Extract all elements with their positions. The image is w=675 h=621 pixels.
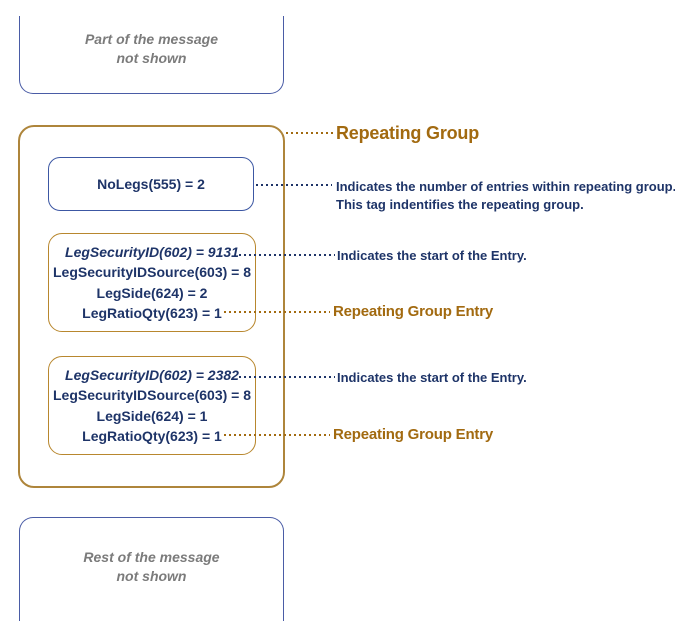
nolegs-connector <box>256 184 332 186</box>
entry2-field-legratioqty: LegRatioQty(623) = 1 <box>82 428 222 444</box>
message-part-box: Part of the message not shown <box>19 16 284 94</box>
entry1-label: Repeating Group Entry <box>333 303 493 320</box>
repeating-group-entry-box-1: LegSecurityID(602) = 9131 LegSecurityIDS… <box>48 233 256 332</box>
entry1-start-connector <box>239 254 335 256</box>
nolegs-text: NoLegs(555) = 2 <box>97 176 205 192</box>
entry2-label-connector <box>224 434 330 436</box>
message-part-line1: Part of the message <box>84 31 219 47</box>
nolegs-note-line2: This tag indentifies the repeating group… <box>336 197 584 212</box>
rest-message-line2: not shown <box>116 568 187 584</box>
rest-message-line1: Rest of the message <box>83 549 220 565</box>
entry1-start-note: Indicates the start of the Entry. <box>337 248 527 263</box>
message-part-line2: not shown <box>116 50 187 66</box>
entry1-field-legsecurityidsource: LegSecurityIDSource(603) = 8 <box>52 264 252 280</box>
entry1-label-connector <box>224 311 330 313</box>
rest-message-box: Rest of the message not shown <box>19 517 284 621</box>
entry2-field-legside: LegSide(624) = 1 <box>96 407 208 424</box>
entry2-label: Repeating Group Entry <box>333 426 493 443</box>
repeating-group-entry-box-2: LegSecurityID(602) = 2382 LegSecurityIDS… <box>48 356 256 455</box>
entry1-field-legratioqty: LegRatioQty(623) = 1 <box>82 305 222 321</box>
entry2-field-legsecurityid: LegSecurityID(602) = 2382 <box>65 366 239 383</box>
entry1-field-legsecurityid: LegSecurityID(602) = 9131 <box>65 243 239 260</box>
nolegs-note: Indicates the number of entries within r… <box>336 178 675 214</box>
entry2-start-note: Indicates the start of the Entry. <box>337 370 527 385</box>
entry2-start-connector <box>239 376 335 378</box>
repeating-group-label: Repeating Group <box>336 123 480 143</box>
rest-message-text: Rest of the message not shown <box>20 548 283 586</box>
entry1-field-legside: LegSide(624) = 2 <box>96 284 208 301</box>
message-part-text: Part of the message not shown <box>20 30 283 68</box>
nolegs-note-line1: Indicates the number of entries within r… <box>336 179 675 194</box>
repeating-group-connector <box>286 132 334 134</box>
entry2-field-legsecurityidsource: LegSecurityIDSource(603) = 8 <box>52 387 252 403</box>
nolegs-box: NoLegs(555) = 2 <box>48 157 254 211</box>
